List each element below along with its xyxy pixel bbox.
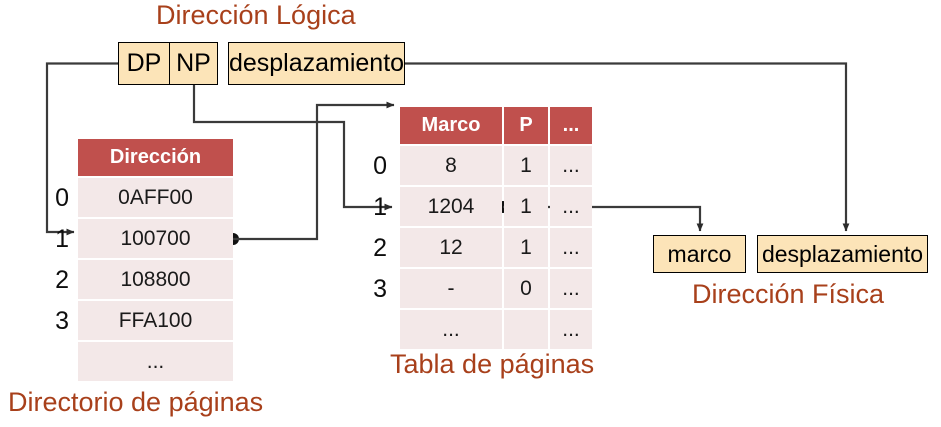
cell-direccion: ...: [78, 342, 233, 381]
logical-field-np[interactable]: NP: [169, 42, 218, 85]
logical-field-dp[interactable]: DP: [118, 42, 170, 85]
table-row[interactable]: 12 1 ...: [400, 228, 592, 267]
cell-marco: 1204: [400, 187, 502, 226]
table-row[interactable]: 108800: [78, 260, 233, 299]
physical-address-title: Dirección Física: [692, 279, 885, 309]
cell-more: ...: [550, 310, 592, 349]
column-header-p: P: [504, 107, 548, 144]
cell-marco: 12: [400, 228, 502, 267]
pagetable-row-index-2: 2: [373, 234, 387, 262]
cell-more: ...: [550, 146, 592, 185]
directory-row-index-1: 1: [55, 225, 69, 253]
cell-p: 1: [504, 228, 548, 267]
cell-direccion: 108800: [78, 260, 233, 299]
table-row[interactable]: 1204 1 ...: [400, 187, 592, 226]
column-header-more: ...: [550, 107, 592, 144]
physical-field-frame[interactable]: marco: [653, 235, 746, 273]
table-header-row: Dirección: [78, 139, 233, 176]
logical-field-offset[interactable]: desplazamiento: [228, 42, 405, 85]
table-row[interactable]: 8 1 ...: [400, 146, 592, 185]
pagetable-row-index-0: 0: [373, 152, 387, 180]
cell-direccion: 100700: [78, 219, 233, 258]
cell-p: 1: [504, 187, 548, 226]
cell-marco: -: [400, 269, 502, 308]
table-row[interactable]: 100700: [78, 219, 233, 258]
cell-more: ...: [550, 269, 592, 308]
physical-field-offset[interactable]: desplazamiento: [757, 235, 928, 273]
table-row[interactable]: ... ...: [400, 310, 592, 349]
cell-p: 1: [504, 146, 548, 185]
page-table: Marco P ... 8 1 ... 1204 1 ... 12 1 ...: [398, 105, 594, 351]
table-header-row: Marco P ...: [400, 107, 592, 144]
page-table-title: Tabla de páginas: [390, 349, 595, 379]
cell-direccion: FFA100: [78, 301, 233, 340]
table-row[interactable]: 0AFF00: [78, 178, 233, 217]
cell-p: [504, 310, 548, 349]
logical-address-title: Dirección Lógica: [156, 0, 356, 30]
cell-marco: ...: [400, 310, 502, 349]
directory-row-index-3: 3: [55, 307, 69, 335]
cell-more: ...: [550, 228, 592, 267]
pagetable-row-index-3: 3: [373, 275, 387, 303]
page-directory-table: Dirección 0AFF00 100700 108800 FFA100 ..…: [76, 137, 235, 383]
table-row[interactable]: FFA100: [78, 301, 233, 340]
table-row[interactable]: - 0 ...: [400, 269, 592, 308]
column-header-marco: Marco: [400, 107, 502, 144]
cell-marco: 8: [400, 146, 502, 185]
directory-row-index-2: 2: [55, 266, 69, 294]
cell-more: ...: [550, 187, 592, 226]
column-header-direccion: Dirección: [78, 139, 233, 176]
pagetable-row-index-1: 1: [373, 193, 387, 221]
page-directory-title: Directorio de páginas: [8, 387, 264, 417]
cell-p: 0: [504, 269, 548, 308]
cell-direccion: 0AFF00: [78, 178, 233, 217]
table-row[interactable]: ...: [78, 342, 233, 381]
directory-row-index-0: 0: [55, 184, 69, 212]
